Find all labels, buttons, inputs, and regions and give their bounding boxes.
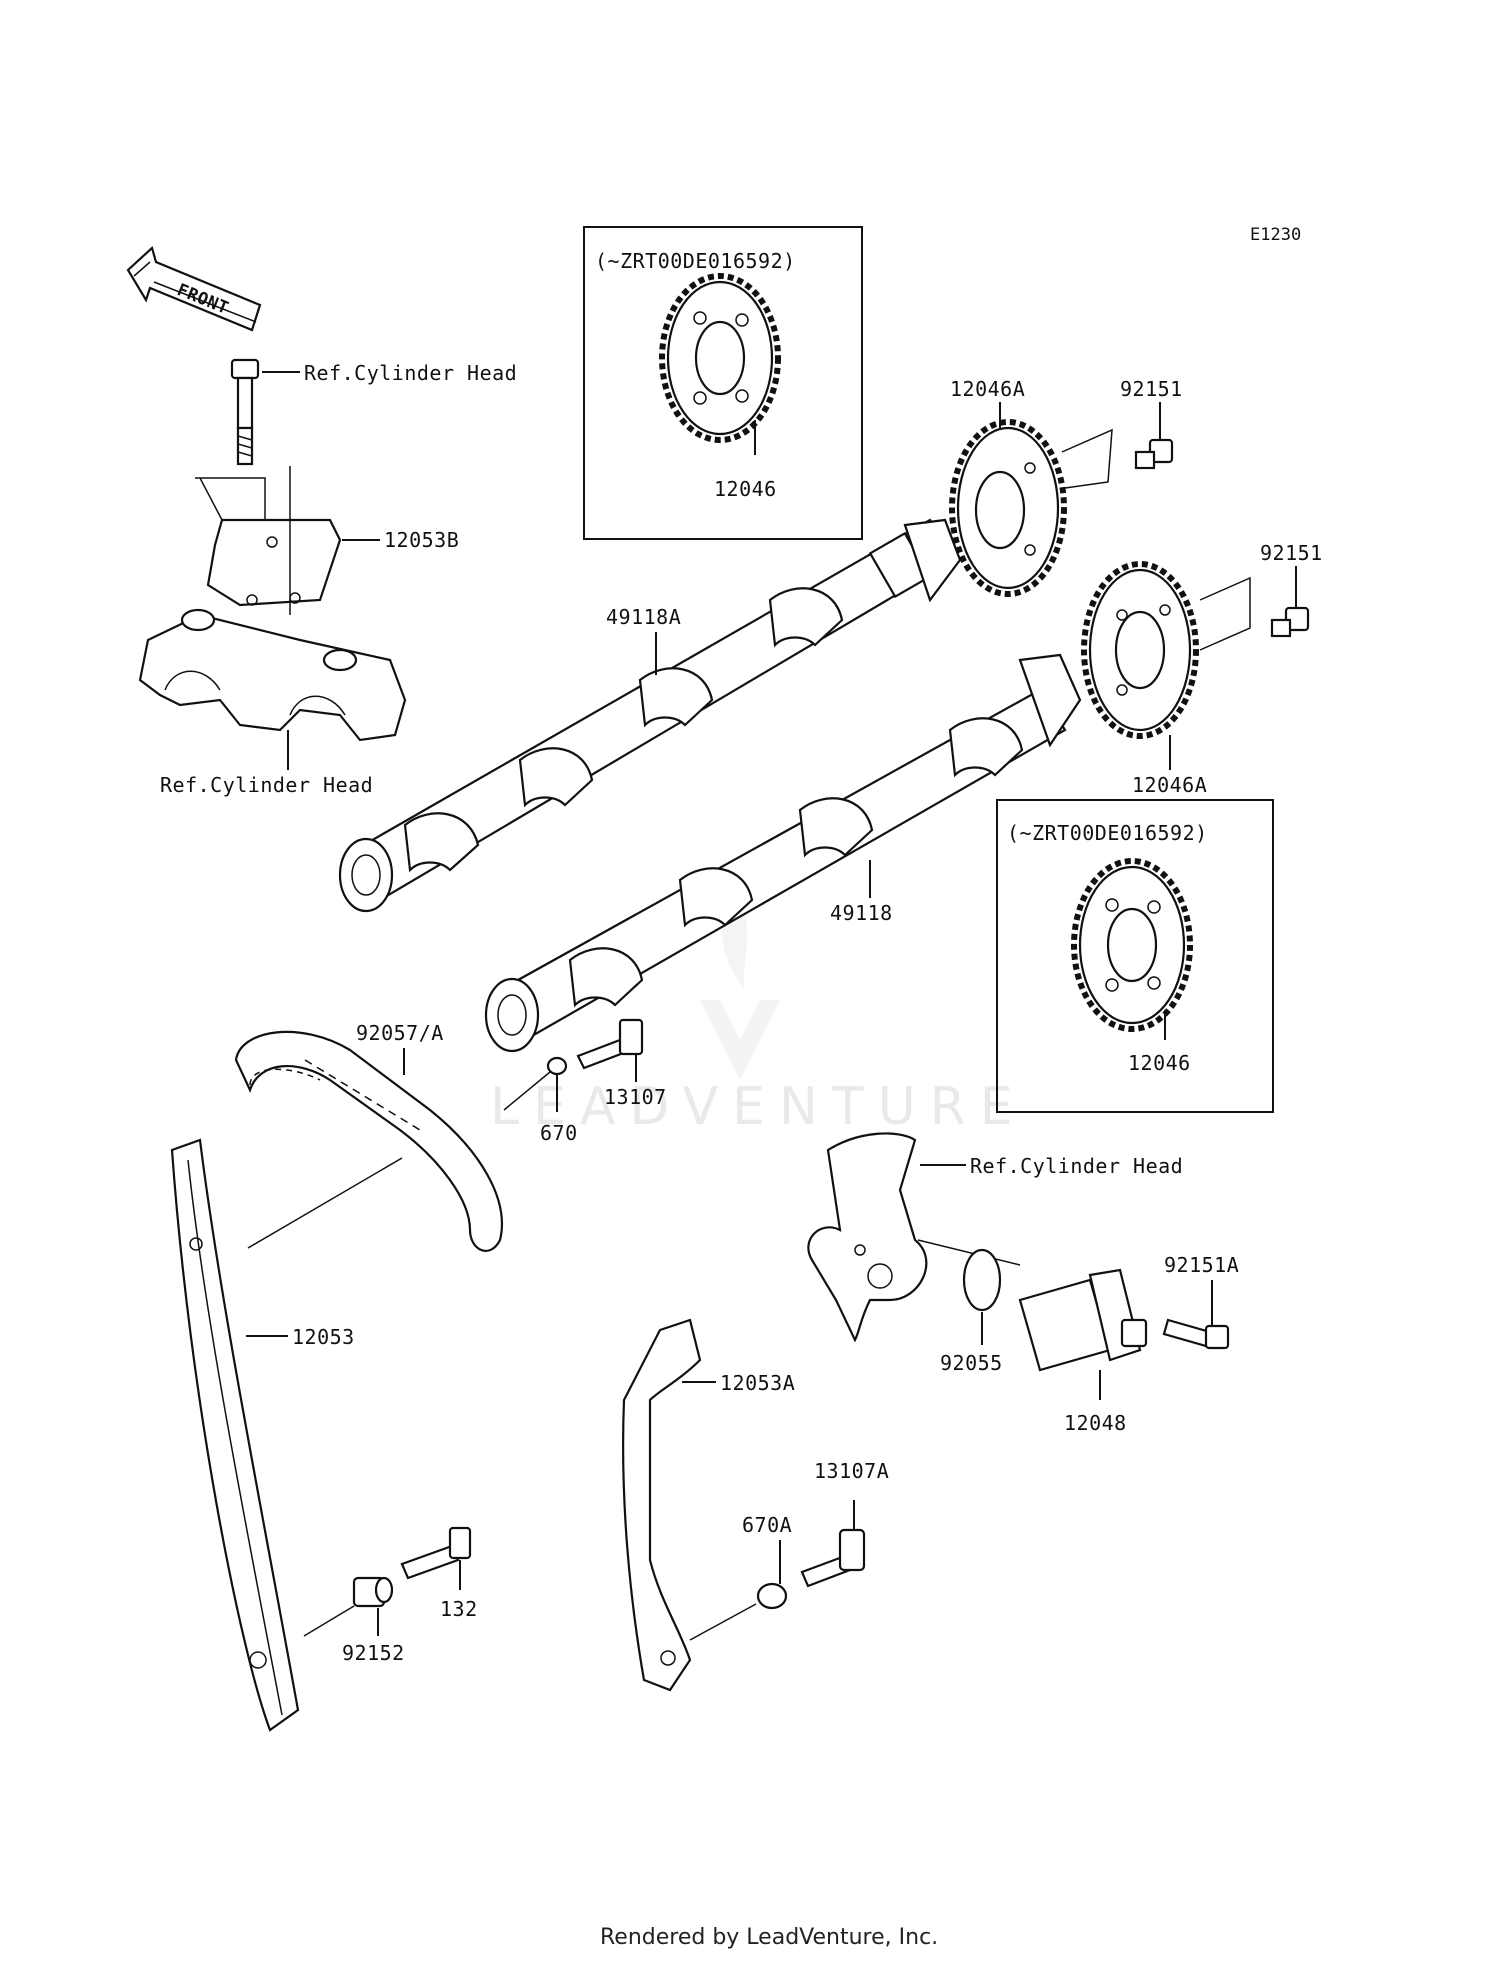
collar-92152 xyxy=(352,1576,394,1608)
label-92151-mid: 92151 xyxy=(1260,541,1323,565)
label-12048: 12048 xyxy=(1064,1411,1127,1435)
inset-right-box xyxy=(996,799,1274,1113)
label-ref-cylinder-head-3: Ref.Cylinder Head xyxy=(970,1154,1183,1178)
sprocket-icon xyxy=(659,273,781,443)
label-92152: 92152 xyxy=(342,1641,405,1665)
bolt-132 xyxy=(400,1526,472,1580)
chain-guide-12053A xyxy=(622,1318,702,1692)
label-92057A: 92057/A xyxy=(356,1021,444,1045)
cam-sprocket-exhaust xyxy=(1081,561,1199,739)
watermark-text: LEADVENTURE xyxy=(490,1077,1027,1137)
sprocket-icon-inset xyxy=(1071,858,1193,1032)
guide-bolt-13107 xyxy=(576,1018,644,1070)
cam-sprocket-intake xyxy=(949,419,1067,597)
gasket-92055 xyxy=(962,1248,1002,1312)
camshaft-exhaust xyxy=(484,653,1082,1053)
label-670: 670 xyxy=(540,1121,578,1145)
label-ref-cylinder-head-1: Ref.Cylinder Head xyxy=(304,361,517,385)
sprocket-bolt-top xyxy=(1134,438,1174,470)
o-ring-670 xyxy=(546,1056,568,1076)
label-13107A: 13107A xyxy=(814,1459,889,1483)
cam-chain xyxy=(234,1030,503,1252)
label-49118A: 49118A xyxy=(606,605,681,629)
tensioner-housing xyxy=(807,1132,928,1343)
label-12046A-mid: 12046A xyxy=(1132,773,1207,797)
label-12053: 12053 xyxy=(292,1325,355,1349)
tensioner-bolt xyxy=(1162,1318,1230,1350)
o-ring-670A xyxy=(756,1582,788,1610)
label-13107: 13107 xyxy=(604,1085,667,1109)
chain-tensioner xyxy=(1018,1268,1148,1372)
label-92151A: 92151A xyxy=(1164,1253,1239,1277)
label-92151-top: 92151 xyxy=(1120,377,1183,401)
inset-top-part: 12046 xyxy=(714,477,777,501)
inset-right-serial: (~ZRT00DE016592) xyxy=(1007,821,1208,845)
diagram-code: E1230 xyxy=(1250,225,1301,245)
head-bolt xyxy=(230,358,260,466)
label-92055: 92055 xyxy=(940,1351,1003,1375)
camshaft-cap xyxy=(138,608,407,742)
label-12053B: 12053B xyxy=(384,528,459,552)
label-49118: 49118 xyxy=(830,901,893,925)
label-132: 132 xyxy=(440,1597,478,1621)
sprocket-bolt-mid xyxy=(1270,606,1310,638)
inset-top-serial: (~ZRT00DE016592) xyxy=(595,249,796,273)
inset-top-box xyxy=(583,226,863,540)
label-ref-cylinder-head-2: Ref.Cylinder Head xyxy=(160,773,373,797)
inset-right-part: 12046 xyxy=(1128,1051,1191,1075)
label-12053A: 12053A xyxy=(720,1371,795,1395)
chain-guide-12053 xyxy=(170,1138,300,1732)
camshaft-intake xyxy=(338,518,962,913)
label-670A: 670A xyxy=(742,1513,792,1537)
guide-bolt-13107A xyxy=(800,1528,866,1588)
label-12046A-top: 12046A xyxy=(950,377,1025,401)
footer-credit: Rendered by LeadVenture, Inc. xyxy=(600,1925,938,1950)
chain-guide-bracket xyxy=(206,518,342,607)
front-arrow-icon: FRONT xyxy=(126,245,262,332)
watermark: LEADVENTURE xyxy=(490,880,1027,1137)
